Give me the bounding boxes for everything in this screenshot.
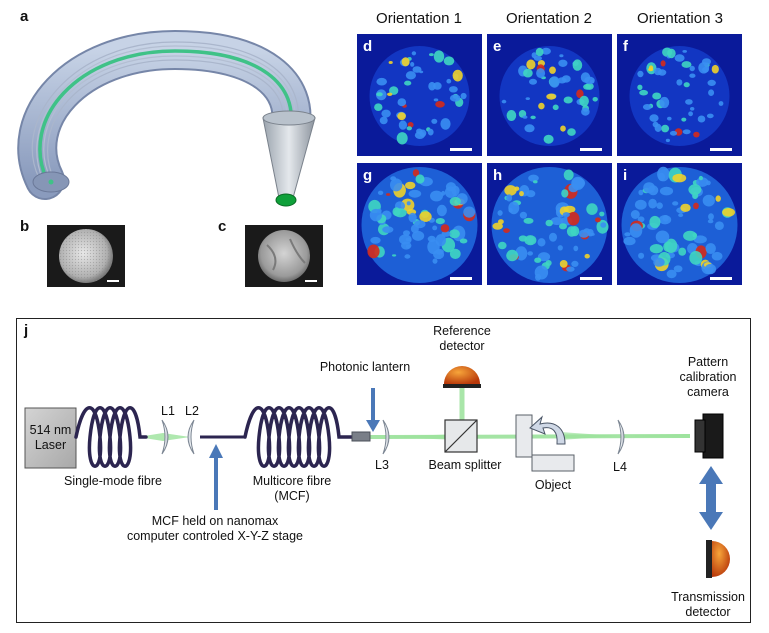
scale-bar <box>450 277 472 280</box>
speckle-panel-d <box>357 34 482 156</box>
scale-bar <box>107 280 119 282</box>
scale-bar <box>450 148 472 151</box>
single-mode-fibre-coil <box>74 406 148 468</box>
lens-l2-label: L2 <box>185 404 199 418</box>
single-mode-fibre-label: Single-mode fibre <box>64 474 162 488</box>
stage-pointer-arrow <box>209 444 223 510</box>
core-line <box>31 41 299 179</box>
speckle-panel-i <box>617 163 742 285</box>
lens-l4-label: L4 <box>613 460 627 474</box>
optical-setup-panel <box>16 318 751 623</box>
speckle-panel-f <box>617 34 742 156</box>
reference-detector <box>444 366 480 384</box>
scale-bar <box>710 148 732 151</box>
lens-l3-label: L3 <box>375 458 389 472</box>
panel-label-j: j <box>24 322 29 339</box>
taper-top <box>262 110 316 126</box>
camera-label-line2: calibration <box>679 370 737 384</box>
panel-label-g: g <box>363 167 373 184</box>
lantern-pointer-arrow <box>366 388 380 432</box>
illuminated-core <box>38 49 293 181</box>
transmission-detector-label-line2: detector <box>685 605 731 619</box>
object-stage <box>515 414 575 472</box>
lens-l1 <box>161 419 169 455</box>
lens-l3 <box>382 419 390 455</box>
lens-l1-label: L1 <box>161 404 175 418</box>
calibration-camera <box>694 413 724 459</box>
laser-beam <box>138 384 691 441</box>
panel-label-d: d <box>363 38 373 55</box>
fibre-end-core <box>48 179 54 185</box>
mcf-stage-label: MCF held on nanomax computer controled X… <box>100 514 330 544</box>
transmission-detector-label-line1: Transmission <box>671 590 745 604</box>
laser-box <box>24 407 77 469</box>
panel-label-a: a <box>20 8 29 25</box>
laser-label-line1: 514 nm <box>29 423 72 437</box>
fibre-rendering <box>17 30 316 207</box>
speckle-panel-h <box>487 163 612 285</box>
laser-label: 514 nm Laser <box>28 423 73 453</box>
orientation-1-header: Orientation 1 <box>376 10 462 27</box>
micrograph-c <box>245 225 323 287</box>
multicore-fibre-label: Multicore fibre (MCF) <box>237 474 347 504</box>
camera-label-line3: camera <box>687 385 729 399</box>
core-line <box>47 59 284 183</box>
rotation-arrow-icon <box>529 415 566 445</box>
laser-label-line2: Laser <box>34 438 67 452</box>
core-line <box>43 55 288 181</box>
camera-label: Pattern calibration camera <box>668 355 748 400</box>
panel-label-f: f <box>623 38 628 55</box>
multicore-fibre-coil <box>243 406 354 468</box>
camera-detector-swap-arrow <box>699 466 723 530</box>
mcf-stage-label-line1: MCF held on nanomax <box>151 514 279 528</box>
camera-label-line1: Pattern <box>687 355 729 369</box>
photonic-lantern <box>351 431 371 442</box>
micrograph-b <box>47 225 125 287</box>
transmission-detector-label: Transmission detector <box>660 590 756 620</box>
mcf-stage-label-line2: computer controled X-Y-Z stage <box>126 529 303 543</box>
panel-label-e: e <box>493 38 502 55</box>
core-line <box>36 45 296 181</box>
transmission-detector <box>712 541 730 577</box>
panel-label-b: b <box>20 218 30 235</box>
orientation-2-header: Orientation 2 <box>506 10 592 27</box>
lens-l2 <box>187 419 195 455</box>
speckle-panel-g <box>357 163 482 285</box>
scale-bar <box>710 277 732 280</box>
object-label: Object <box>534 478 572 492</box>
scale-bar <box>305 280 317 282</box>
multicore-fibre-label-line1: Multicore fibre <box>252 474 332 488</box>
lens-l4 <box>617 419 625 455</box>
reference-detector-label-line1: Reference <box>433 324 491 338</box>
panel-label-i: i <box>623 167 628 184</box>
scale-bar <box>580 277 602 280</box>
reference-detector-label-line2: detector <box>439 339 485 353</box>
speckle-panel-e <box>487 34 612 156</box>
output-spot <box>275 193 297 207</box>
scale-bar <box>580 148 602 151</box>
beam-splitter-label: Beam splitter <box>428 458 502 472</box>
reference-detector-label: Reference detector <box>412 324 512 354</box>
orientation-3-header: Orientation 3 <box>637 10 723 27</box>
annotation-arrows <box>209 388 723 530</box>
photonic-lantern-label: Photonic lantern <box>319 360 411 374</box>
panel-label-h: h <box>493 167 503 184</box>
panel-label-c: c <box>218 218 227 235</box>
multicore-fibre-label-line2: (MCF) <box>274 489 310 503</box>
